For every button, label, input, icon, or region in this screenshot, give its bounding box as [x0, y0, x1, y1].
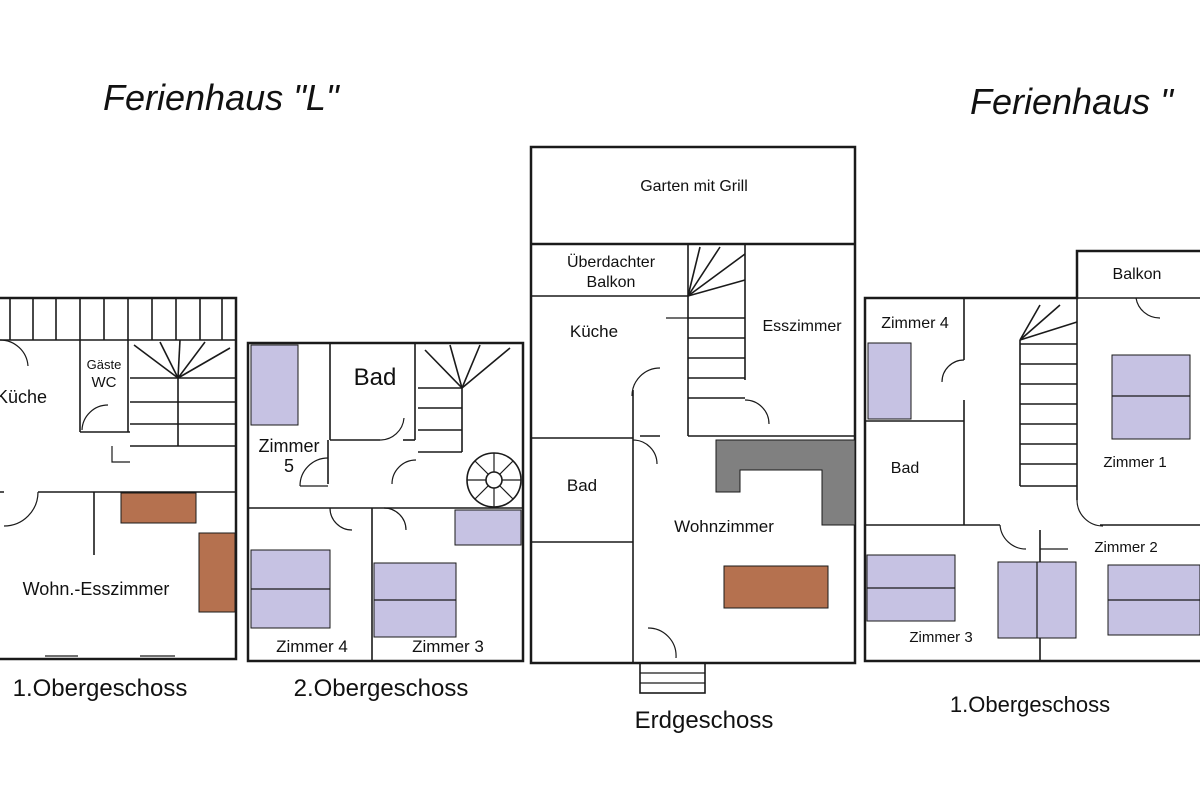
plan-right-1-obergeschoss: Balkon Zimmer 4 Bad Zimmer 1 Zimmer 2 Zi…: [863, 249, 1200, 717]
label-wohn-esszimmer: Wohn.-Esszimmer: [23, 579, 170, 599]
label-kueche: Küche: [0, 387, 47, 407]
label-zimmer-3: Zimmer 3: [412, 637, 484, 656]
door-arc: [0, 339, 29, 367]
door-arc: [3, 491, 39, 527]
label-zimmer-3: Zimmer 3: [909, 629, 972, 646]
door-frame: [111, 446, 130, 463]
label-ueberdachter: Überdachter: [567, 253, 656, 271]
label-zimmer-5-line1: Zimmer: [259, 436, 320, 456]
spiral-staircase: [466, 452, 522, 508]
label-bad: Bad: [354, 364, 397, 391]
label-bad: Bad: [891, 460, 919, 477]
bed: [250, 344, 299, 426]
floor-label-1og-left: 1.Obergeschoss: [13, 675, 188, 702]
door-arc: [744, 399, 770, 425]
chimney: [715, 439, 856, 526]
label-zimmer-4: Zimmer 4: [881, 315, 949, 332]
label-wc: WC: [92, 374, 117, 391]
sideboard: [198, 532, 236, 613]
floor-label-2og: 2.Obergeschoss: [294, 675, 469, 702]
outer-wall: [0, 296, 238, 661]
plan-l-2-obergeschoss: Bad Zimmer 5 Zimmer 4 Zimmer 3 2.Oberges…: [246, 341, 525, 702]
door-arc: [81, 404, 109, 431]
door-arc: [631, 367, 661, 397]
table: [723, 565, 829, 609]
floor-label-eg: Erdgeschoss: [635, 707, 774, 734]
floor-label-1og-right: 1.Obergeschoss: [950, 692, 1110, 717]
staircase: [130, 339, 236, 447]
door-arc: [329, 507, 353, 531]
label-zimmer-1: Zimmer 1: [1103, 454, 1166, 471]
label-wohnzimmer: Wohnzimmer: [674, 517, 774, 536]
door-arc: [941, 359, 965, 383]
label-esszimmer: Esszimmer: [762, 318, 842, 335]
title-ferienhaus-l: Ferienhaus "L": [103, 77, 341, 118]
label-zimmer-5-line2: 5: [284, 456, 294, 476]
label-zimmer-2: Zimmer 2: [1094, 539, 1157, 556]
staircase: [418, 344, 511, 453]
door-arc: [383, 507, 407, 531]
balcony-railing: [0, 298, 236, 341]
table: [120, 492, 197, 524]
plan-erdgeschoss: Garten mit Grill Überdachter Balkon Küch…: [529, 145, 857, 734]
bed: [454, 509, 522, 546]
label-zimmer-4: Zimmer 4: [276, 637, 348, 656]
staircase: [1019, 304, 1078, 487]
label-gaeste: Gäste: [87, 357, 122, 372]
entrance-steps: [639, 662, 706, 694]
label-kueche: Küche: [570, 322, 618, 341]
door-arc: [391, 459, 417, 485]
door-arc: [379, 417, 405, 441]
door-arc: [1076, 499, 1104, 527]
bed: [867, 342, 912, 420]
door-arc: [999, 524, 1027, 550]
title-ferienhaus-right: Ferienhaus ": [970, 81, 1175, 122]
door-arc: [632, 439, 658, 465]
door-arc: [1135, 297, 1161, 319]
label-balkon: Balkon: [587, 274, 636, 291]
door-arc: [647, 627, 677, 659]
label-garten: Garten mit Grill: [640, 178, 748, 195]
staircase: [687, 246, 746, 436]
plan-l-1-obergeschoss: Küche Gäste WC Wohn.-Esszimmer 1.Oberges…: [0, 296, 238, 702]
label-balkon: Balkon: [1113, 266, 1162, 283]
label-bad: Bad: [567, 476, 597, 495]
door-arc: [299, 457, 329, 487]
outer-wall: [246, 341, 525, 663]
bed: [1111, 354, 1191, 440]
